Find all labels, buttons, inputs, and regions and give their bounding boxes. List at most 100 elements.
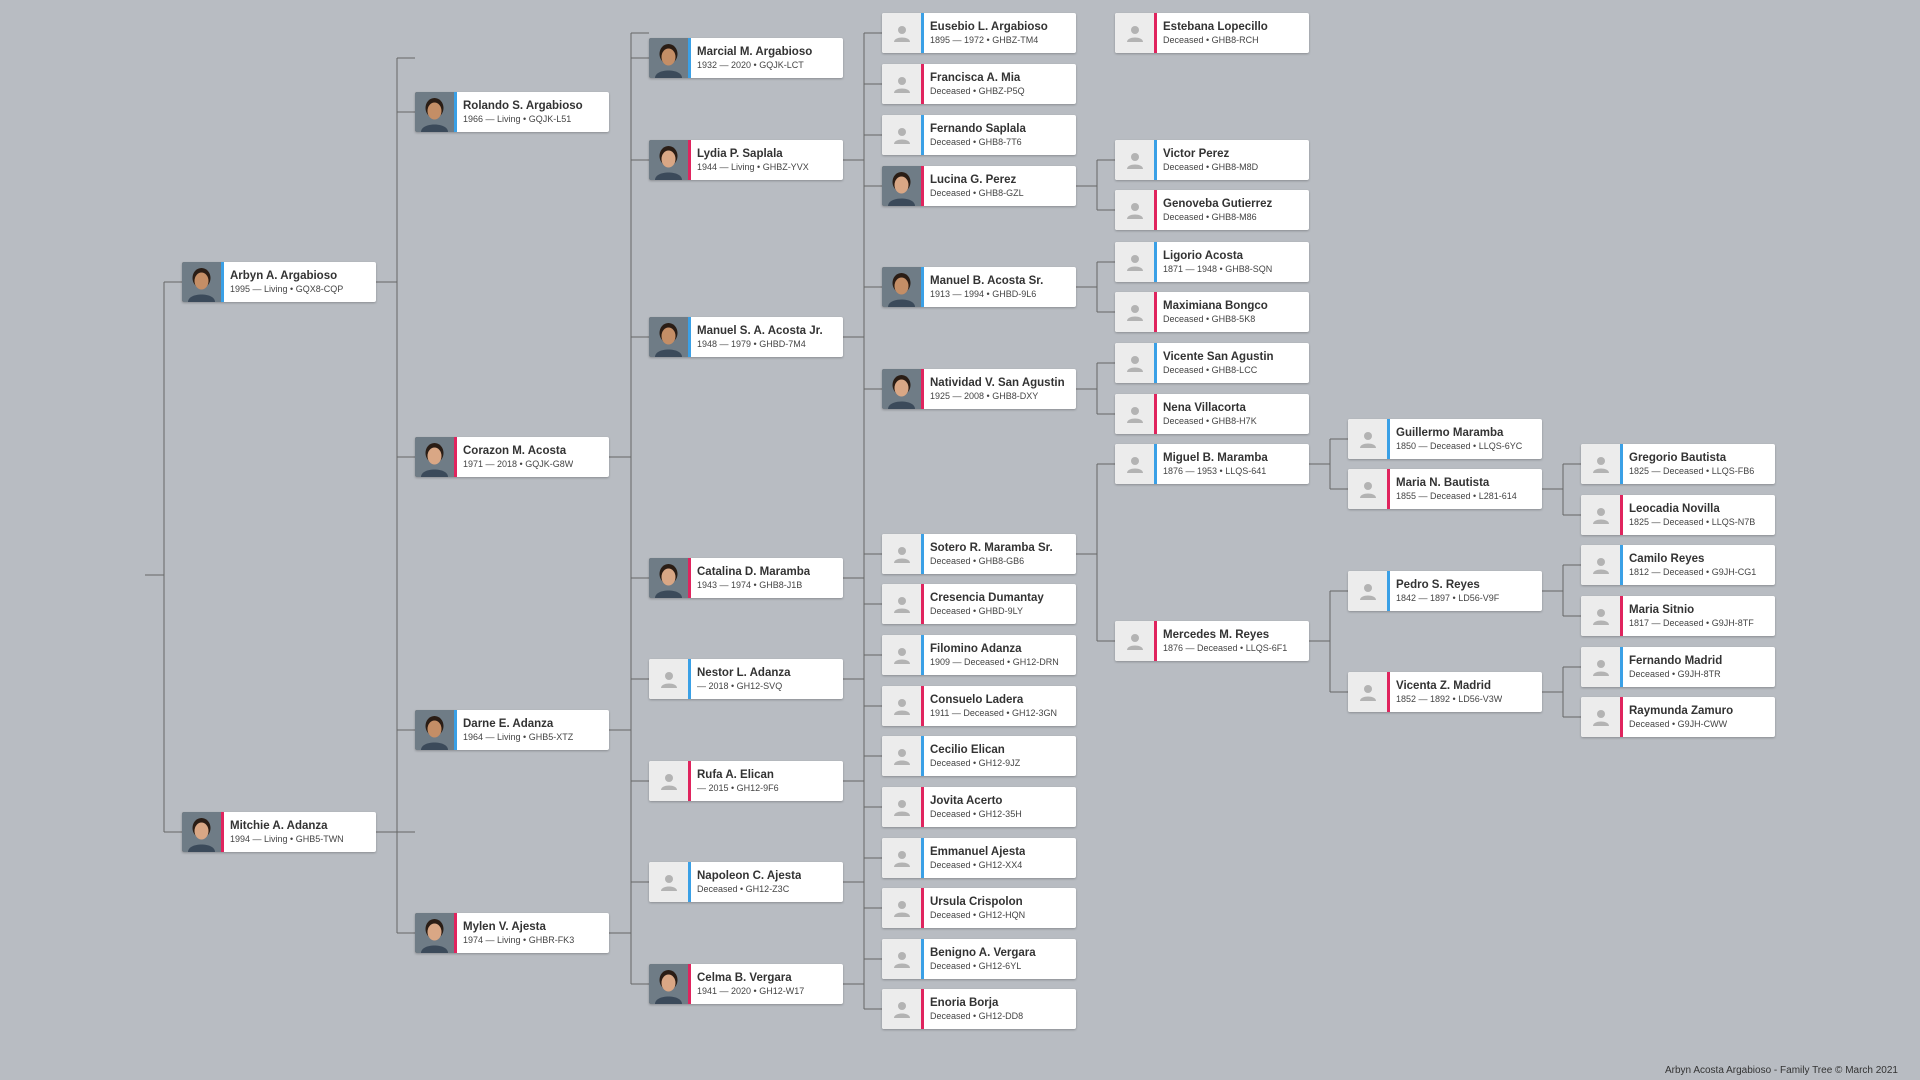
person-name: Raymunda Zamuro (1629, 704, 1734, 717)
person-name: Enoria Borja (930, 996, 999, 1009)
person-placeholder-icon (882, 939, 921, 979)
person-name: Jovita Acerto (930, 794, 1003, 807)
person-dates: 1994 — Living • GHB5-TWN (230, 833, 344, 844)
person-placeholder-icon (1581, 647, 1620, 687)
person-dates: 1948 — 1979 • GHBD-7M4 (697, 338, 806, 349)
gender-bar (921, 267, 924, 307)
person-name: Gregorio Bautista (1629, 451, 1727, 464)
person-name: Ligorio Acosta (1163, 249, 1244, 262)
person-placeholder-icon (1115, 13, 1154, 53)
person-placeholder-icon (1115, 343, 1154, 383)
gender-bar (221, 812, 224, 852)
person-name: Camilo Reyes (1629, 552, 1705, 565)
person-dates: 1971 — 2018 • GQJK-G8W (463, 458, 574, 469)
person-info: Sotero R. Maramba Sr.Deceased • GHB8-GB6 (924, 541, 1053, 568)
person-name: Nestor L. Adanza (697, 666, 791, 679)
person-dates: 1944 — Living • GHBZ-YVX (697, 161, 809, 172)
person-dates: 1911 — Deceased • GH12-3GN (930, 707, 1058, 718)
person-dates: Deceased • GH12-Z3C (697, 883, 790, 894)
gender-bar (921, 64, 924, 104)
person-dates: 1825 — Deceased • LLQS-FB6 (1629, 465, 1755, 476)
person-name: Manuel B. Acosta Sr. (930, 274, 1044, 287)
person-dates: 1995 — Living • GQX8-CQP (230, 283, 344, 294)
person-placeholder-icon (882, 13, 921, 53)
gender-bar (688, 317, 691, 357)
gender-bar (921, 584, 924, 624)
person-name: Guillermo Maramba (1396, 426, 1504, 439)
person-placeholder-icon (882, 838, 921, 878)
person-placeholder-icon (1348, 571, 1387, 611)
person-dates: 1871 — 1948 • GHB8-SQN (1163, 263, 1273, 274)
person-name: Consuelo Ladera (930, 693, 1024, 706)
person-placeholder-icon (649, 659, 688, 699)
person-name: Lucina G. Perez (930, 173, 1017, 186)
person-placeholder-icon (1115, 292, 1154, 332)
person-card[interactable]: Nestor L. Adanza— 2018 • GH12-SVQ (649, 659, 843, 699)
person-name: Filomino Adanza (930, 642, 1022, 655)
person-card[interactable]: Manuel S. A. Acosta Jr.1948 — 1979 • GHB… (649, 317, 843, 357)
gender-bar (1154, 621, 1157, 661)
person-card[interactable]: Sotero R. Maramba Sr.Deceased • GHB8-GB6 (882, 534, 1076, 574)
person-card[interactable]: Manuel B. Acosta Sr.1913 — 1994 • GHBD-9… (882, 267, 1076, 307)
person-name: Estebana Lopecillo (1163, 20, 1268, 33)
gender-bar (1154, 444, 1157, 484)
person-name: Francisca A. Mia (930, 71, 1021, 84)
person-name: Manuel S. A. Acosta Jr. (697, 324, 823, 337)
person-dates: Deceased • GHB8-GB6 (930, 555, 1025, 566)
person-name: Natividad V. San Agustin (930, 376, 1065, 389)
person-card[interactable]: Rufa A. Elican— 2015 • GH12-9F6 (649, 761, 843, 801)
